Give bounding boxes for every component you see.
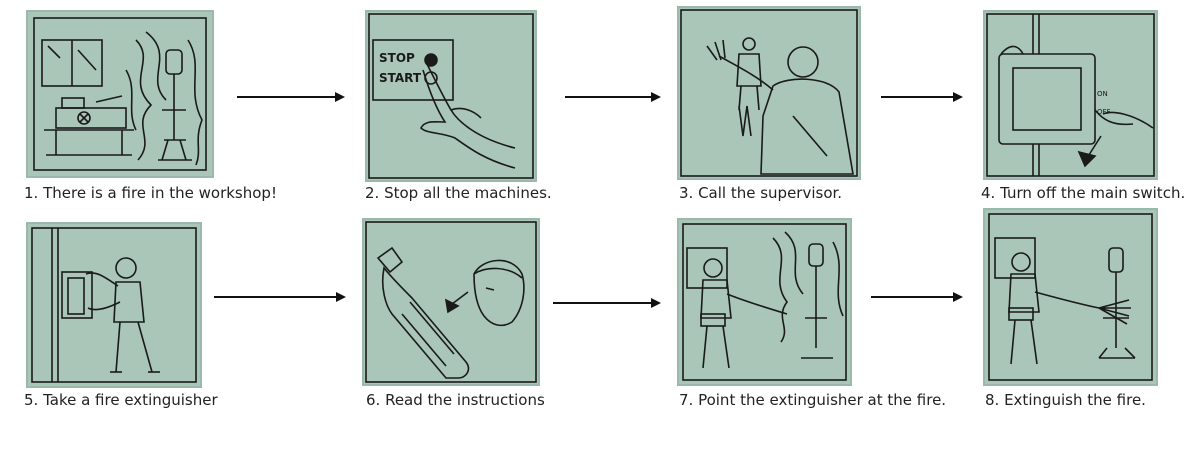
step-4-panel: ON OFF xyxy=(983,10,1158,180)
main-switch-illustration: ON OFF xyxy=(986,13,1155,177)
on-label: ON xyxy=(1097,90,1108,98)
call-supervisor-illustration xyxy=(680,9,858,177)
step-8-panel xyxy=(983,208,1158,386)
step-5-panel xyxy=(26,222,202,388)
step-1-caption: 1. There is a fire in the workshop! xyxy=(24,184,277,202)
step-3-panel xyxy=(677,6,861,180)
step-3-caption: 3. Call the supervisor. xyxy=(679,184,843,202)
start-label: START xyxy=(379,71,422,85)
read-instructions-illustration xyxy=(365,221,537,383)
step-7-caption: 7. Point the extinguisher at the fire. xyxy=(679,391,947,409)
arrow-5-to-6 xyxy=(214,292,346,302)
off-label: OFF xyxy=(1097,108,1111,116)
step-6-caption: 6. Read the instructions xyxy=(366,391,545,409)
step-2-caption: 2. Stop all the machines. xyxy=(365,184,552,202)
extinguish-fire-illustration xyxy=(988,213,1153,381)
fire-in-workshop-illustration xyxy=(33,17,207,171)
step-1-panel xyxy=(26,10,214,178)
stop-button-illustration: STOP START xyxy=(368,13,534,179)
arrow-7-to-8 xyxy=(871,292,963,302)
point-extinguisher-illustration xyxy=(682,223,847,381)
step-6-panel xyxy=(362,218,540,386)
step-2-panel: STOP START xyxy=(365,10,537,182)
step-4-caption: 4. Turn off the main switch. xyxy=(981,184,1186,202)
step-5-caption: 5. Take a fire extinguisher xyxy=(24,391,218,409)
step-8-caption: 8. Extinguish the fire. xyxy=(985,391,1146,409)
arrow-2-to-3 xyxy=(565,92,661,102)
stop-label: STOP xyxy=(379,51,415,65)
arrow-6-to-7 xyxy=(553,298,661,308)
step-7-panel xyxy=(677,218,852,386)
arrow-1-to-2 xyxy=(237,92,345,102)
take-extinguisher-illustration xyxy=(31,227,197,383)
arrow-3-to-4 xyxy=(881,92,963,102)
